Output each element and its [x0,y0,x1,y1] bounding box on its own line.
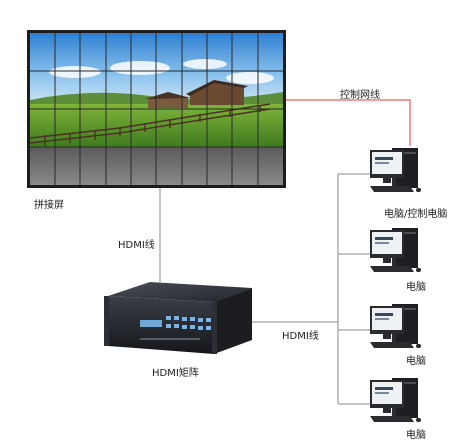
pc-2 [370,228,421,272]
pc-1 [370,148,421,192]
matrix-rack-ear-right [212,302,217,354]
control-network-label: 控制网线 [340,90,380,101]
pc-4 [370,378,421,422]
pc-3-label: 电脑 [406,356,426,367]
matrix-side-face [214,288,252,354]
hdmi-matrix-label: HDMI矩阵 [152,368,199,379]
hdmi-cable-label-top: HDMI线 [118,240,155,251]
hdmi-cable-label-right: HDMI线 [282,331,319,342]
pc-3 [370,304,421,348]
pc-2-label: 电脑 [406,282,426,293]
control-network-line [286,99,411,146]
pc-control-label: 电脑/控制电脑 [384,209,448,220]
matrix-status-strip [140,338,200,340]
matrix-lcd [140,320,162,327]
video-wall-seams [30,33,283,185]
video-wall-label: 拼接屏 [34,200,64,211]
matrix-buttons [166,316,211,330]
matrix-rack-ear-left [104,296,109,346]
pc-4-label: 电脑 [406,430,426,441]
matrix-top-face [108,282,252,302]
